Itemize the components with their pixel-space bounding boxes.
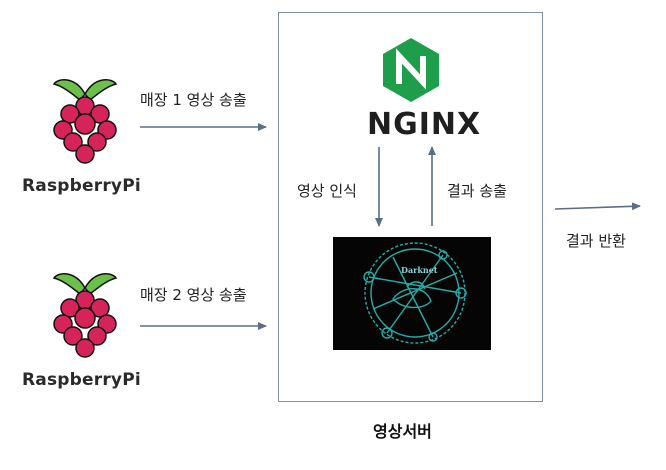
video-server-box (278, 12, 543, 402)
raspberrypi-label-1: RaspberryPi (22, 176, 141, 196)
nginx-hexagon-icon (383, 38, 439, 102)
raspberry-icon (52, 79, 118, 164)
raspberry-icon (52, 273, 118, 358)
result-return-label: 결과 반환 (566, 232, 626, 250)
send-label-2: 매장 2 영상 송출 (140, 286, 247, 304)
send-label-1: 매장 1 영상 송출 (140, 91, 247, 109)
video-server-title: 영상서버 (373, 422, 432, 441)
raspberrypi-logo-1 (40, 72, 130, 172)
result-send-label: 결과 송출 (447, 182, 507, 200)
darknet-label: Darknet (401, 265, 438, 275)
darknet-image: Darknet (333, 237, 491, 350)
raspberrypi-label-2: RaspberryPi (22, 370, 141, 390)
result-return-arrow (554, 202, 641, 211)
nginx-logo (380, 36, 442, 104)
nginx-label: NGINX (367, 107, 482, 142)
darknet-logo-icon: Darknet (363, 242, 467, 344)
recognize-label: 영상 인식 (297, 182, 357, 200)
raspberrypi-logo-2 (40, 266, 130, 366)
